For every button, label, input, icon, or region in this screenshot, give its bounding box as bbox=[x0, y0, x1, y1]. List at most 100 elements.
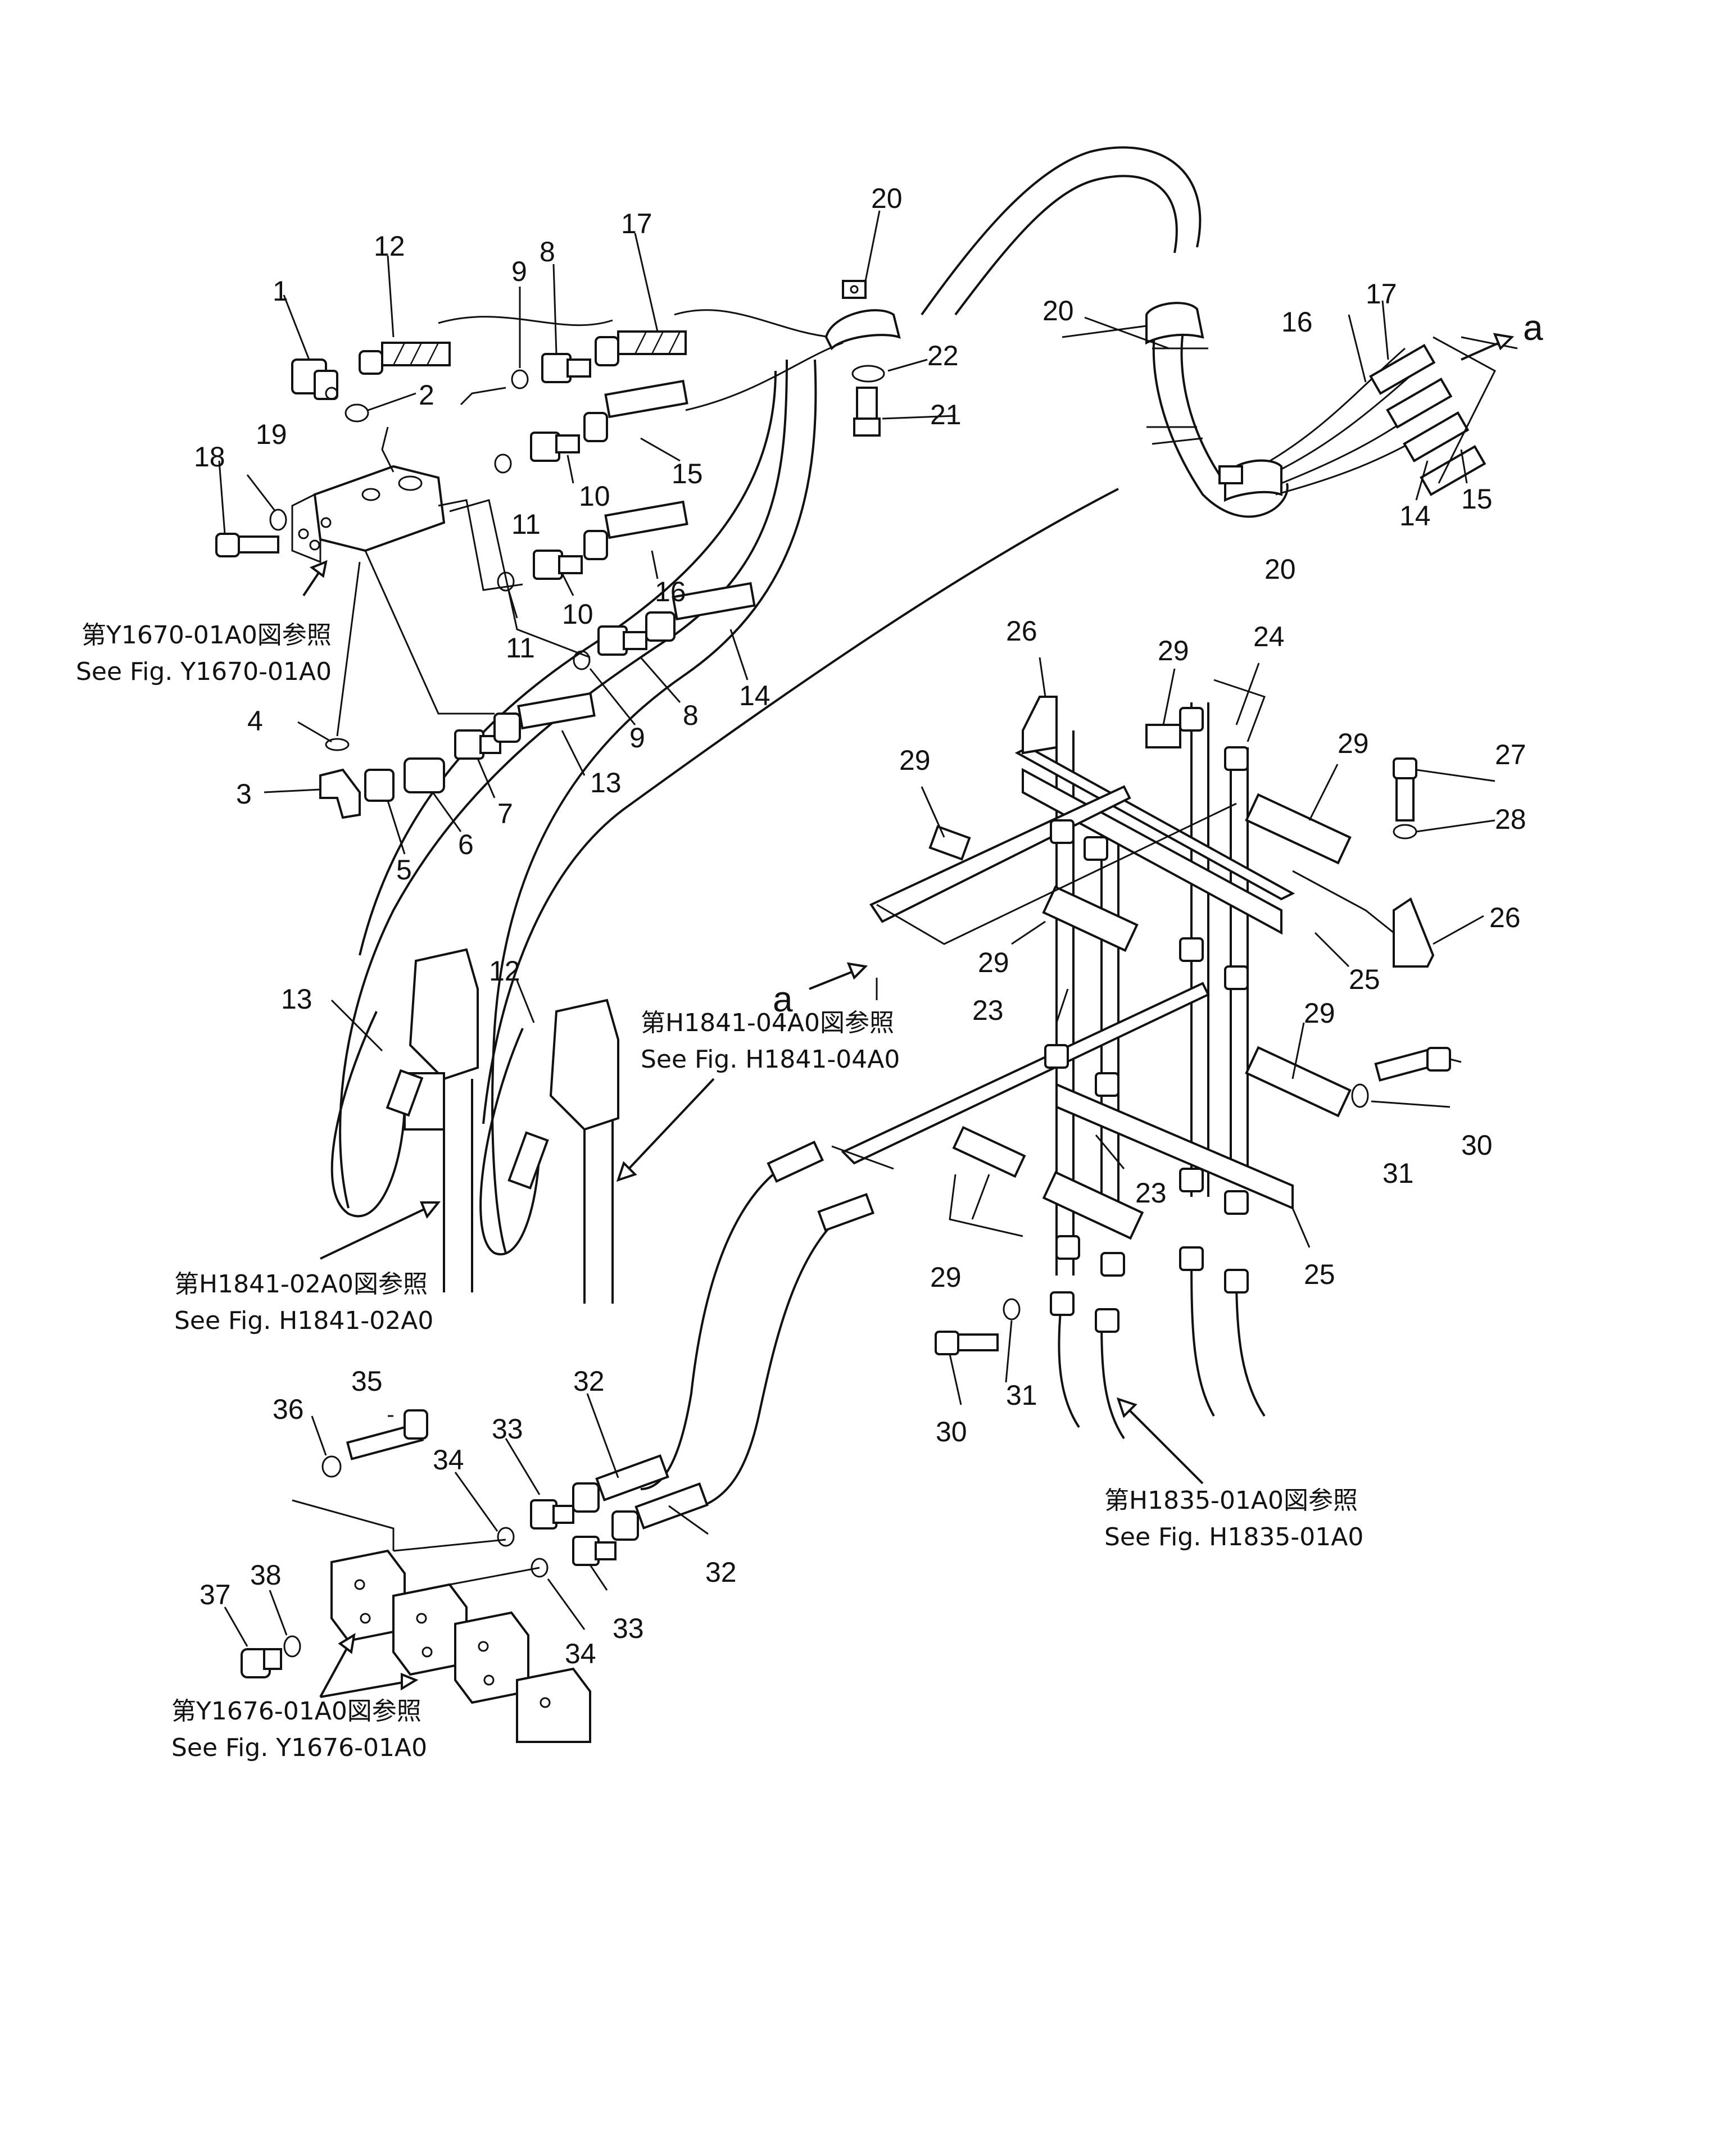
fitting-10-top bbox=[530, 432, 580, 462]
o-ring-2 bbox=[345, 403, 369, 423]
bolt-27 bbox=[1393, 757, 1417, 822]
label-part-38: 38 bbox=[250, 1559, 282, 1591]
label-part-2: 2 bbox=[419, 379, 434, 411]
label-part-26-right: 26 bbox=[1489, 902, 1521, 933]
long-hose-1 bbox=[339, 359, 788, 1209]
label-part-35: 35 bbox=[351, 1365, 383, 1397]
label-part-31-right: 31 bbox=[1383, 1158, 1414, 1189]
hose-14-fitting bbox=[645, 582, 756, 642]
label-part-17-left: 17 bbox=[621, 208, 652, 239]
arrow-a-right-head bbox=[1493, 333, 1515, 351]
ref-h1841-04: 第H1841-04A0図参照 See Fig. H1841-04A0 bbox=[641, 1009, 900, 1074]
hose-end-fitting-b bbox=[817, 1193, 875, 1232]
hose-13-loop bbox=[330, 1011, 406, 1218]
hose-15-fitting bbox=[583, 379, 688, 442]
washer-36 bbox=[321, 1455, 342, 1478]
lower-hose-4 bbox=[1235, 1275, 1266, 1417]
label-part-33-top: 33 bbox=[492, 1413, 523, 1445]
label-part-1: 1 bbox=[273, 275, 288, 307]
label-part-30-lower: 30 bbox=[936, 1416, 967, 1447]
label-part-29-left: 29 bbox=[899, 745, 931, 776]
o-ring-38 bbox=[283, 1635, 301, 1658]
hose-32-a bbox=[640, 1156, 799, 1490]
label-part-25-upper: 25 bbox=[1349, 964, 1380, 995]
label-part-3: 3 bbox=[236, 778, 252, 810]
hose-32-fitting-bottom bbox=[611, 1482, 709, 1541]
label-part-13-left: 13 bbox=[281, 983, 312, 1015]
label-part-33-bottom: 33 bbox=[613, 1613, 644, 1644]
ref-y1676: 第Y1676-01A0図参照 See Fig. Y1676-01A0 bbox=[171, 1697, 427, 1762]
label-part-24: 24 bbox=[1253, 621, 1285, 652]
o-ring-34-top bbox=[497, 1527, 515, 1547]
fitting-8-lower bbox=[597, 625, 647, 656]
label-part-31-lower: 31 bbox=[1006, 1379, 1037, 1411]
lower-hose-3 bbox=[1190, 1247, 1215, 1417]
elbow-fitting-1 bbox=[291, 358, 338, 400]
leader-lines bbox=[218, 210, 1495, 1647]
arrow-ref-y1676-head-1 bbox=[338, 1633, 356, 1654]
long-hose-4 bbox=[482, 488, 1119, 1124]
label-part-29-top: 29 bbox=[1158, 635, 1189, 666]
hose-bundle-right bbox=[1152, 314, 1289, 518]
hose-12-loop bbox=[479, 1028, 541, 1256]
ref-y1670-en: See Fig. Y1670-01A0 bbox=[76, 657, 332, 686]
label-part-15-right: 15 bbox=[1461, 483, 1493, 515]
clamp-20-middle bbox=[1145, 302, 1208, 445]
label-part-23-lower: 23 bbox=[1135, 1177, 1167, 1209]
label-part-25-lower: 25 bbox=[1304, 1259, 1335, 1290]
label-part-5: 5 bbox=[396, 854, 412, 886]
right-fittings bbox=[1369, 336, 1518, 496]
label-part-6: 6 bbox=[458, 829, 474, 860]
bolt-35 bbox=[346, 1409, 428, 1460]
block-ref-12 bbox=[507, 999, 619, 1190]
o-ring-9-top bbox=[511, 369, 529, 389]
label-part-16-right: 16 bbox=[1281, 306, 1313, 338]
fitting-8-top bbox=[541, 353, 591, 383]
arrow-ref-h1841-02 bbox=[320, 1201, 439, 1260]
hose-32-b bbox=[702, 1201, 860, 1507]
fitting-5 bbox=[364, 769, 395, 802]
part-number-labels: 1 2 3 4 5 6 7 8 8 9 9 10 10 11 11 12 12 … bbox=[194, 183, 1543, 1669]
arrow-a-left-head bbox=[846, 962, 868, 980]
ref-h1841-04-jp: 第H1841-04A0図参照 bbox=[641, 1009, 894, 1037]
label-part-37: 37 bbox=[200, 1579, 231, 1610]
ref-h1841-02-jp: 第H1841-02A0図参照 bbox=[174, 1270, 428, 1299]
clamp-20-top bbox=[824, 280, 901, 351]
label-part-12-top: 12 bbox=[374, 230, 405, 262]
ref-y1670-jp: 第Y1670-01A0図参照 bbox=[81, 621, 332, 650]
arrow-ref-h1841-04-head bbox=[616, 1161, 637, 1182]
label-part-28: 28 bbox=[1495, 804, 1526, 835]
ref-h1835: 第H1835-01A0図参照 See Fig. H1835-01A0 bbox=[1104, 1486, 1363, 1551]
label-part-15-left: 15 bbox=[672, 458, 703, 489]
label-a-left: a bbox=[773, 979, 793, 1019]
o-ring-11-top bbox=[494, 453, 512, 474]
hose-17-fitting bbox=[595, 330, 687, 366]
hose-13-fitting bbox=[493, 692, 596, 743]
hose-end-fitting-a bbox=[767, 1140, 824, 1183]
ref-h1841-04-en: See Fig. H1841-04A0 bbox=[641, 1045, 900, 1074]
arrow-ref-h1835-head bbox=[1116, 1397, 1137, 1418]
hose-bundle-right-2 bbox=[1180, 314, 1226, 484]
label-part-20-top: 20 bbox=[871, 183, 903, 214]
h1835-fitting-2 bbox=[1095, 1308, 1119, 1333]
label-part-30-right: 30 bbox=[1461, 1129, 1493, 1161]
label-part-10-top: 10 bbox=[579, 480, 610, 512]
bolt-30-right bbox=[1374, 1047, 1451, 1082]
arrow-ref-y1670-head bbox=[309, 560, 328, 578]
label-part-32-bottom: 32 bbox=[705, 1556, 737, 1588]
label-part-13-mid: 13 bbox=[590, 767, 622, 798]
label-part-27: 27 bbox=[1495, 739, 1526, 770]
hose-top-loop-inner bbox=[954, 175, 1178, 316]
label-part-8-top: 8 bbox=[540, 236, 555, 267]
hose-12-path bbox=[438, 316, 613, 326]
long-hose-3 bbox=[359, 370, 777, 956]
hose-32-fitting-top bbox=[572, 1454, 669, 1513]
label-part-36: 36 bbox=[273, 1394, 304, 1425]
ref-h1835-jp: 第H1835-01A0図参照 bbox=[1104, 1486, 1358, 1515]
h1835-fitting-1 bbox=[1050, 1291, 1075, 1316]
label-part-34-top: 34 bbox=[433, 1444, 464, 1476]
label-part-4: 4 bbox=[247, 705, 263, 737]
ref-y1676-en: See Fig. Y1676-01A0 bbox=[171, 1733, 427, 1762]
